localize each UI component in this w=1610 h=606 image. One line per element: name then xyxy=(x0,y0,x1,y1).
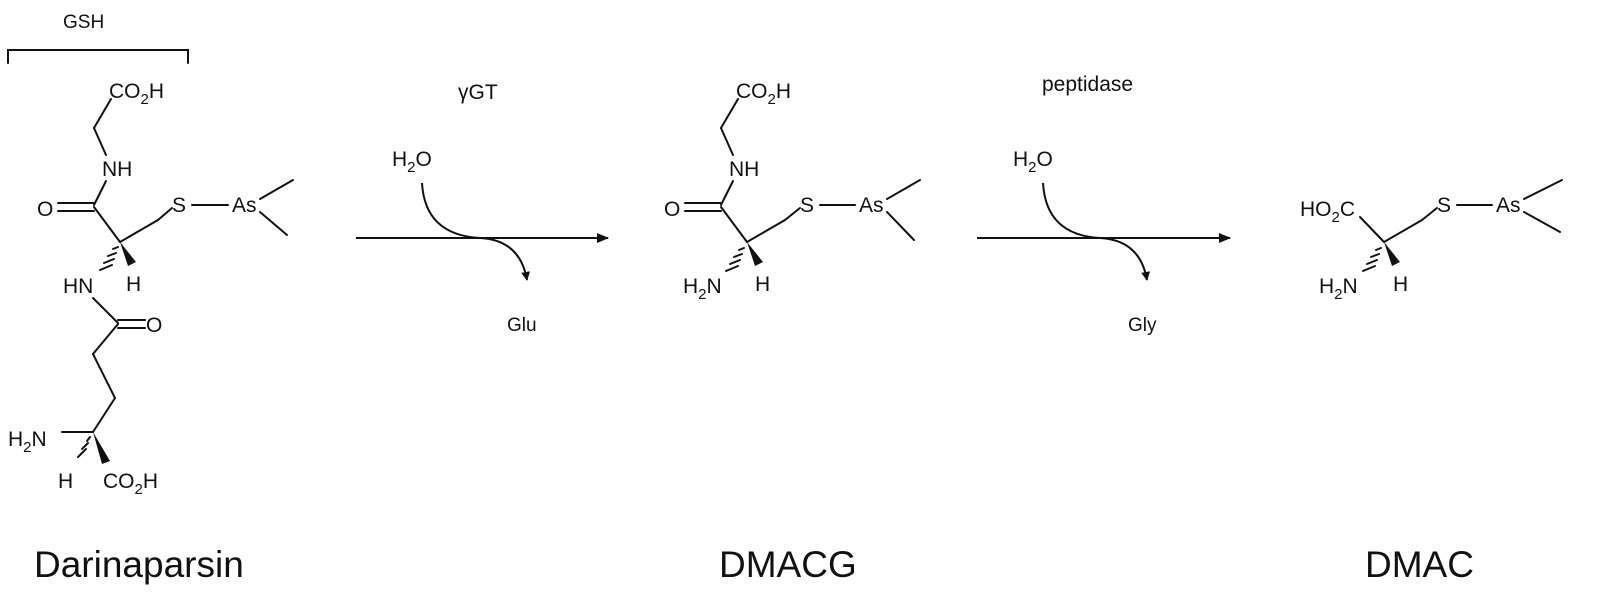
dmacg-co2h-label: CO2H xyxy=(736,80,791,108)
nh-label: NH xyxy=(102,158,132,181)
dmacg-structure: CO2H NH O S As H H2N DMACG xyxy=(664,80,921,585)
hn-label: HN xyxy=(63,275,93,298)
gly-byproduct: Gly xyxy=(1128,315,1157,336)
darinaparsin-name: Darinaparsin xyxy=(34,544,244,585)
gsh-bracket xyxy=(7,49,189,64)
water-reagent-2: H2O xyxy=(1013,148,1053,176)
dmac-structure: HO2C S As H H2N DMAC xyxy=(1300,179,1563,585)
s-label: S xyxy=(172,194,186,217)
water-reagent-1: H2O xyxy=(392,148,432,176)
gly-co2h-label: CO2H xyxy=(109,80,164,108)
reaction-arrow-2: peptidase H2O Gly xyxy=(977,73,1231,336)
dmacg-h2n-label: H2N xyxy=(683,275,722,303)
dmacg-nh-label: NH xyxy=(729,158,759,181)
as-label: As xyxy=(232,194,257,217)
dmac-h-label: H xyxy=(1393,273,1408,296)
dmac-h2n-label: H2N xyxy=(1319,275,1358,303)
dmac-s-label: S xyxy=(1437,194,1451,217)
o-label: O xyxy=(37,198,53,221)
dmac-name: DMAC xyxy=(1365,544,1474,585)
dmacg-as-label: As xyxy=(859,194,884,217)
enzyme-peptidase: peptidase xyxy=(1042,73,1133,96)
darinaparsin-structure: GSH CO2H NH O S As H HN O xyxy=(7,12,294,585)
glu-byproduct: Glu xyxy=(507,315,537,336)
dmac-as-label: As xyxy=(1496,194,1521,217)
dmacg-name: DMACG xyxy=(719,544,857,585)
h-label: H xyxy=(126,273,141,296)
dmacg-o-label: O xyxy=(664,198,680,221)
o-label-2: O xyxy=(146,314,162,337)
co2h-label-bottom: CO2H xyxy=(103,470,158,498)
gsh-label: GSH xyxy=(63,12,104,33)
dmac-ho2c-label: HO2C xyxy=(1300,198,1355,226)
enzyme-gamma-gt: γGT xyxy=(458,81,498,104)
dmacg-s-label: S xyxy=(800,194,814,217)
reaction-arrow-1: γGT H2O Glu xyxy=(356,81,609,336)
h-label-bottom: H xyxy=(58,470,73,493)
dmacg-h-label: H xyxy=(755,273,770,296)
h2n-label: H2N xyxy=(8,428,47,456)
